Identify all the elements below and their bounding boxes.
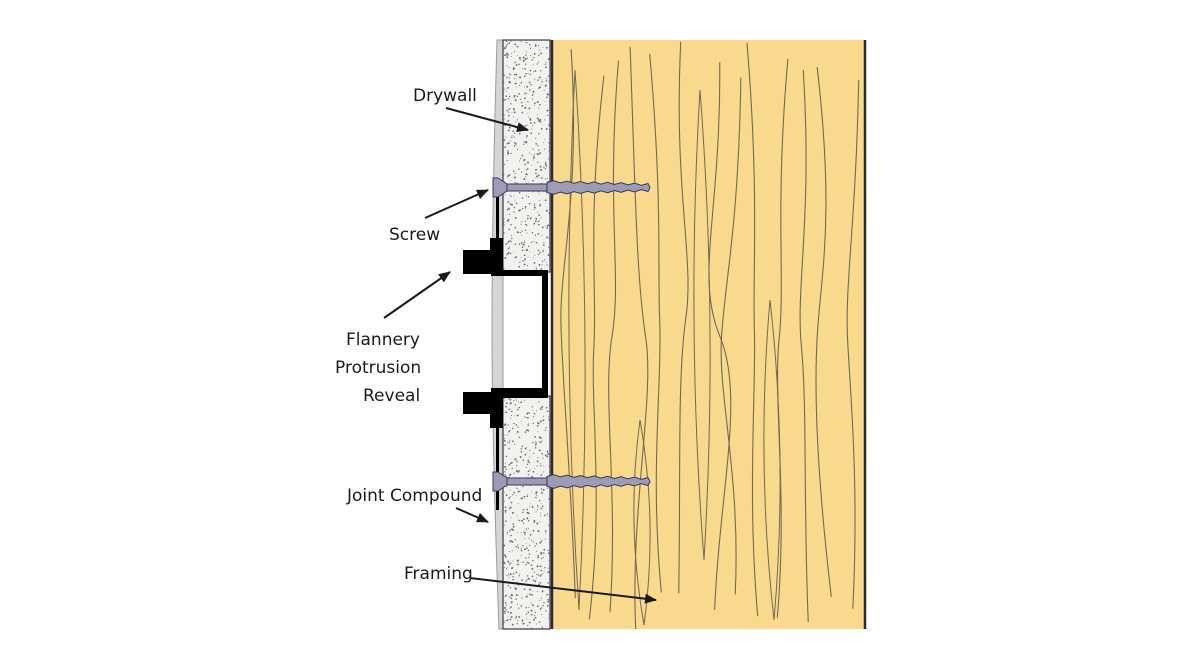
drywall-upper (502, 39, 551, 273)
reveal-label-line1: Flannery (346, 330, 420, 350)
reveal-arrow (383, 271, 451, 319)
screw-arrow (424, 189, 489, 219)
screw-upper (492, 177, 651, 198)
screw-lower (492, 471, 651, 492)
reveal-label-line2: Protrusion (335, 358, 421, 378)
reveal-profile (463, 180, 548, 510)
joint-compound-layer (491, 39, 504, 630)
reveal-label-line3: Reveal (363, 386, 420, 406)
drywall-arrow (445, 107, 529, 132)
drywall-label: Drywall (413, 86, 477, 106)
wood-grain (560, 41, 860, 629)
screw-label: Screw (389, 225, 440, 245)
framing-label: Framing (404, 564, 473, 584)
leader-arrows (383, 107, 657, 604)
drywall-texture-upper (503, 40, 550, 271)
labels: Drywall Screw Flannery Protrusion Reveal… (335, 86, 482, 584)
drywall-texture-lower (503, 396, 550, 629)
framing-arrow (469, 577, 657, 604)
joint-compound-arrow (455, 507, 489, 523)
framing-lumber (550, 40, 867, 629)
drywall-lower (502, 395, 551, 630)
joint-compound-label: Joint Compound (346, 486, 482, 506)
